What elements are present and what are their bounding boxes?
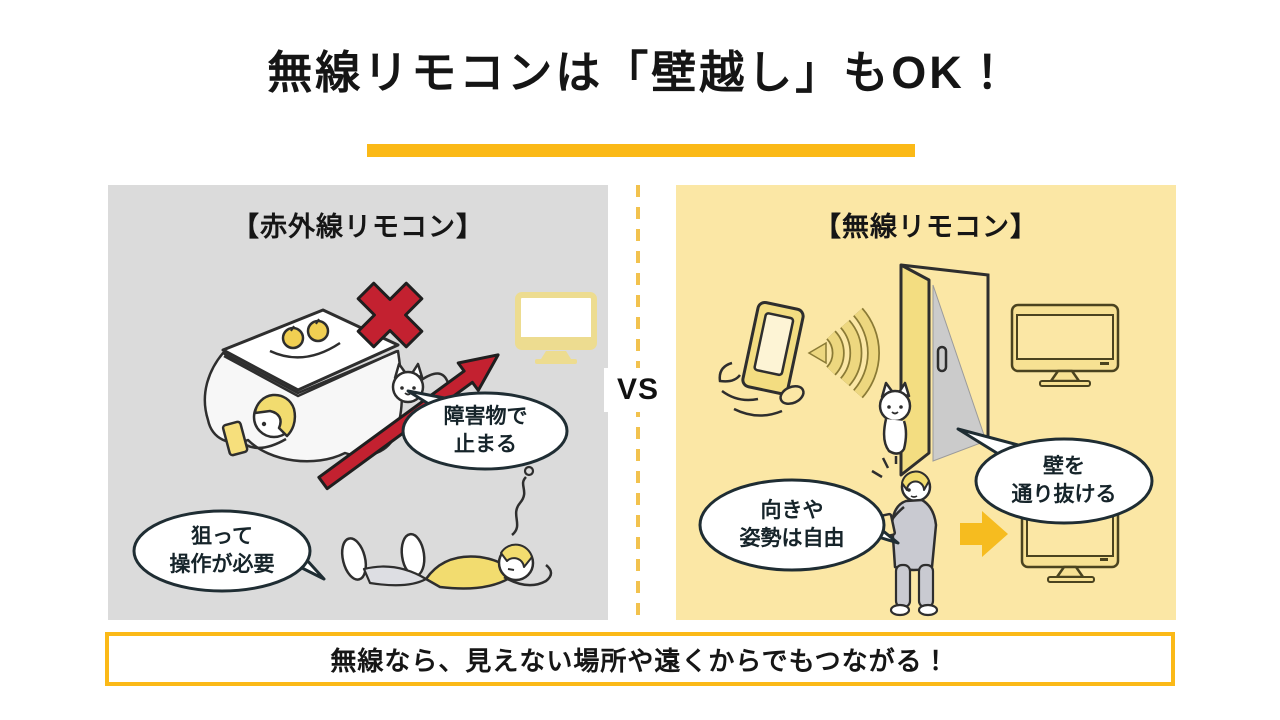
speech-bubble-obstacle	[401, 389, 569, 471]
panel-infrared: 【赤外線リモコン】 障害物で 止まる 狙って 操作が必要	[108, 185, 608, 620]
wifi-waves-icon	[807, 307, 880, 399]
speech-bubble-wall	[956, 427, 1154, 525]
person-standing-icon	[859, 456, 939, 617]
x-mark-icon	[356, 281, 424, 349]
speech-bubble-free	[698, 478, 900, 572]
speech-bubble-aim	[132, 509, 326, 593]
footer-text: 無線なら、見えない場所や遠くからでもつながる！	[330, 645, 950, 676]
person-under-kotatsu-icon	[221, 393, 297, 457]
squiggle-icon	[511, 476, 527, 536]
panel-title-wireless: 【無線リモコン】	[814, 212, 1038, 242]
bubble-text-free: 向きや 姿勢は自由	[739, 498, 845, 550]
door-icon	[899, 263, 990, 477]
tv-icon	[515, 292, 597, 364]
kotatsu-icon	[203, 308, 404, 463]
title-underline-bar	[367, 144, 915, 157]
panel-wireless: 【無線リモコン】 壁を 通り抜ける 向きや 姿勢は自由	[676, 185, 1176, 620]
wireless-illustration	[698, 263, 1154, 617]
tv-icon	[1010, 303, 1120, 387]
bubble-text-aim: 狙って 操作が必要	[169, 524, 275, 576]
phone-icon	[221, 420, 249, 457]
remote-hand-icon	[718, 300, 805, 417]
bubble-text-wall: 壁を 通り抜ける	[1011, 454, 1117, 506]
arrow-right-icon	[960, 511, 1008, 557]
infrared-illustration	[132, 281, 597, 593]
cat-icon	[878, 381, 912, 455]
bubble-text-obstacle: 障害物で 止まる	[443, 404, 528, 456]
person-lying-icon	[340, 465, 553, 590]
page-title: 無線リモコンは「壁越し」もOK！	[267, 47, 1013, 98]
footer-banner: 無線なら、見えない場所や遠くからでもつながる！	[105, 632, 1175, 686]
vs-label: VS	[604, 368, 672, 412]
panel-title-infrared: 【赤外線リモコン】	[232, 212, 484, 242]
